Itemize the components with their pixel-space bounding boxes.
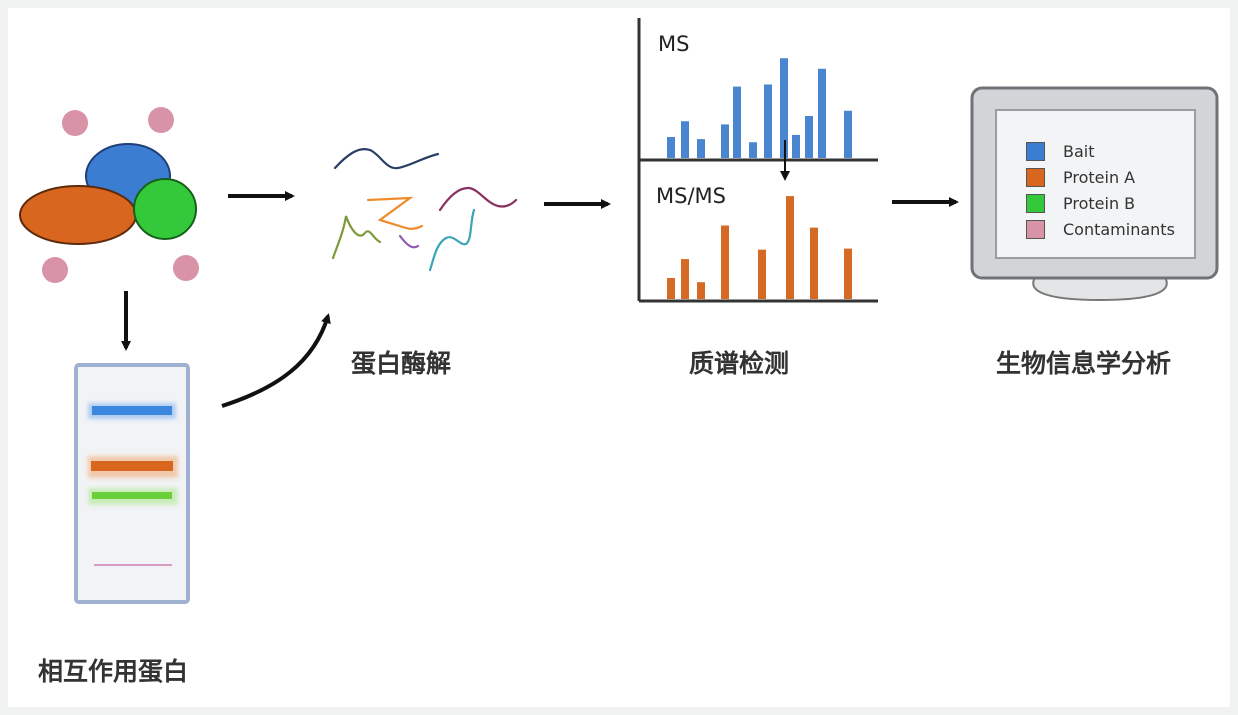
contaminant-dot — [148, 107, 174, 133]
legend-swatch — [1026, 193, 1045, 213]
legend-label: Contaminants — [1063, 219, 1175, 239]
legend-item-bait: Bait — [1026, 138, 1175, 164]
ms-peak — [792, 134, 800, 158]
msms-peak — [681, 259, 689, 299]
gel-band-protein-b — [92, 492, 172, 499]
gel-band-contaminants — [94, 564, 172, 566]
peptide-fragment — [428, 208, 476, 272]
ms-peak — [844, 110, 852, 158]
contaminant-dot — [62, 110, 88, 136]
msms-peak — [786, 196, 794, 299]
arrow-gel-to-digestion — [221, 313, 331, 408]
ms-peak — [818, 68, 826, 158]
legend-label: Protein A — [1063, 167, 1136, 187]
process-arrows — [121, 191, 959, 408]
legend-swatch — [1026, 219, 1045, 239]
peptide-fragment — [438, 186, 518, 212]
caption-digestion: 蛋白酶解 — [351, 349, 452, 378]
ms-peak — [681, 121, 689, 158]
ms-peak — [805, 116, 813, 158]
ms-spectrum — [637, 18, 878, 162]
msms-peak — [697, 282, 705, 299]
peptide-fragment — [366, 196, 424, 230]
msms-peak — [667, 278, 675, 299]
protein-complex — [19, 107, 199, 283]
ms-peak — [667, 137, 675, 158]
msms-peak — [810, 227, 818, 299]
peptide-fragment — [333, 148, 440, 170]
legend-item-protein-b: Protein B — [1026, 190, 1175, 216]
ms-peak — [697, 139, 705, 158]
msms-peak — [721, 225, 729, 299]
legend: Bait Protein A Protein B Contaminants — [1026, 138, 1175, 242]
gel-lane — [74, 363, 190, 604]
diagram-canvas — [19, 18, 1219, 604]
protein-b-shape — [133, 178, 197, 240]
legend-item-protein-a: Protein A — [1026, 164, 1175, 190]
gel-band-bait — [92, 406, 172, 415]
legend-item-contaminants: Contaminants — [1026, 216, 1175, 242]
caption-interacting-proteins: 相互作用蛋白 — [38, 657, 189, 686]
monitor-stand — [1032, 275, 1168, 302]
contaminant-dot — [42, 257, 68, 283]
msms-label: MS/MS — [656, 184, 726, 208]
legend-swatch — [1026, 141, 1045, 161]
ms-peak — [721, 124, 729, 158]
ms-peak — [749, 142, 757, 158]
contaminant-dot — [173, 255, 199, 281]
msms-spectrum — [637, 140, 878, 303]
caption-bioinformatics: 生物信息学分析 — [996, 349, 1172, 378]
workflow-diagram: MS MS/MS Bait Protein A Protein B Contam… — [8, 8, 1230, 707]
msms-peak — [758, 249, 766, 299]
peptide-fragments — [331, 148, 518, 272]
ms-peak — [733, 86, 741, 158]
protein-a-shape — [19, 185, 137, 245]
caption-ms-detection: 质谱检测 — [689, 349, 790, 378]
legend-label: Protein B — [1063, 193, 1136, 213]
msms-peak — [844, 248, 852, 299]
ms-peak — [780, 58, 788, 158]
legend-swatch — [1026, 167, 1045, 187]
ms-peak — [764, 84, 772, 158]
peptide-fragment — [398, 234, 420, 249]
peptide-fragment — [331, 215, 382, 260]
gel-band-protein-a — [91, 461, 173, 471]
ms-label: MS — [658, 32, 690, 56]
legend-label: Bait — [1063, 141, 1095, 161]
